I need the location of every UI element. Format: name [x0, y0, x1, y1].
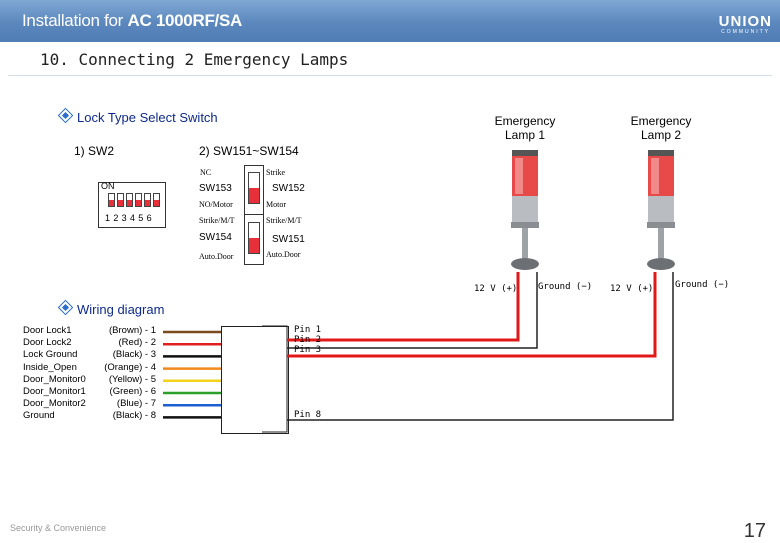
- company-logo-sub: COMMUNITY: [721, 29, 770, 35]
- no-motor-label: NO/Motor: [199, 200, 233, 209]
- motor-label: Motor: [266, 200, 286, 209]
- wire-name: Door_Monitor1: [23, 386, 86, 397]
- autodoor-label-2: Auto.Door: [266, 250, 301, 259]
- pin2-label: Pin 2: [294, 335, 322, 345]
- wiring-section-title: Wiring diagram: [57, 299, 164, 317]
- lamp2-label: Emergency Lamp 2: [630, 114, 692, 142]
- sw154-label: SW154: [199, 232, 232, 243]
- lamp1-12v-label: 12 V (+): [474, 284, 518, 294]
- sw153-label: SW153: [199, 183, 232, 194]
- sw2-label: 1) SW2: [74, 144, 115, 158]
- wire-name: Ground: [23, 410, 55, 422]
- footer-text: Security & Convenience: [10, 523, 107, 533]
- sw151-154-switch-left: [244, 165, 264, 265]
- dip-toggle: [248, 172, 260, 204]
- dip-toggle: [135, 193, 142, 207]
- wire-name: Door_Monitor0: [23, 373, 86, 385]
- dip-toggle: [108, 193, 115, 207]
- pin1-label: Pin 1: [294, 325, 322, 335]
- dip-toggle: [153, 193, 160, 207]
- sw2-dip-switch: ON 123456: [98, 181, 166, 228]
- dip-toggle: [117, 193, 124, 207]
- sw2-numbers: 123456: [105, 213, 155, 223]
- wire-color-pin: (Blue) - 7: [116, 398, 156, 410]
- header-bar: Installation for AC 1000RF/SA UNION COMM…: [0, 0, 780, 42]
- strike-label: Strike: [266, 168, 286, 177]
- emergency-lamp-1-icon: [511, 150, 539, 270]
- wire-color-pin: (Green) - 6: [109, 386, 156, 397]
- sw151-switch-label: SW151: [272, 234, 305, 245]
- lamp1-ground-label: Ground (−): [538, 282, 593, 292]
- wire-name: Door Lock2: [23, 337, 72, 349]
- connector-block: [221, 326, 289, 434]
- page-number: 17: [743, 520, 766, 542]
- wire-color-pin: (Orange) - 4: [104, 361, 156, 373]
- strike-mt-label: Strike/M/T: [199, 216, 235, 225]
- autodoor-label: Auto.Door: [199, 252, 234, 261]
- pin8-label: Pin 8: [294, 410, 322, 420]
- title-divider: [8, 75, 772, 76]
- company-logo: UNION: [718, 13, 772, 30]
- wire-color-pin: (Red) - 2: [118, 337, 156, 349]
- sw2-on-label: ON: [101, 181, 115, 191]
- lamp2-ground-label: Ground (−): [675, 280, 730, 290]
- pin3-label: Pin 3: [294, 345, 322, 355]
- lock-section-title: Lock Type Select Switch: [57, 107, 218, 125]
- emergency-lamp-2-icon: [647, 150, 675, 270]
- lamp2-12v-label: 12 V (+): [610, 284, 654, 294]
- sw151-label: 2) SW151~SW154: [199, 144, 299, 158]
- dip-toggle: [126, 193, 133, 207]
- wire-color-pin: (Yellow) - 5: [108, 373, 156, 385]
- dip-toggle: [248, 222, 260, 254]
- wire-color-pin: (Black) - 3: [112, 349, 156, 361]
- wire-name: Inside_Open: [23, 361, 77, 373]
- nc-label: NC: [200, 168, 212, 177]
- strike-mt-label-2: Strike/M/T: [266, 216, 302, 225]
- wire-color-pin: (Brown) - 1: [109, 325, 156, 336]
- wire-name: Door_Monitor2: [23, 398, 86, 410]
- sw152-label: SW152: [272, 183, 305, 194]
- dip-toggle: [144, 193, 151, 207]
- page-title: 10. Connecting 2 Emergency Lamps: [40, 50, 349, 69]
- wire-name: Lock Ground: [23, 349, 78, 361]
- lamp1-label: Emergency Lamp 1: [494, 114, 556, 142]
- wire-name: Door Lock1: [23, 325, 72, 336]
- header-title: Installation for AC 1000RF/SA: [22, 11, 242, 30]
- wire-color-pin: (Black) - 8: [112, 410, 156, 422]
